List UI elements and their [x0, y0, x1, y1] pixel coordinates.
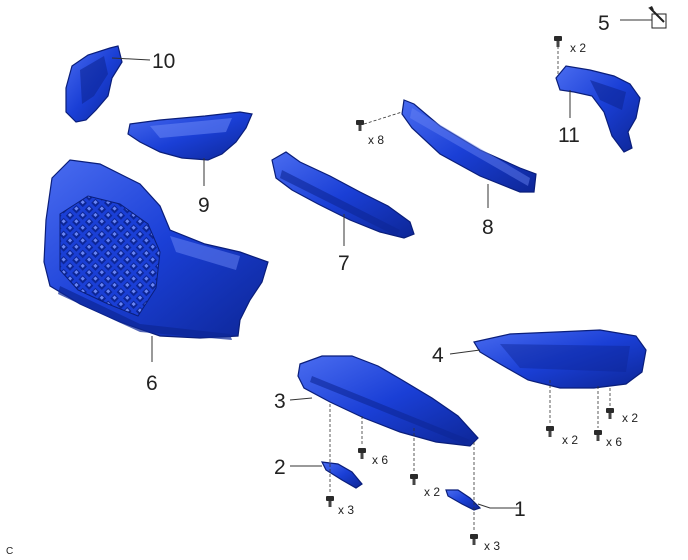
part-6-bumper-cover [43, 159, 269, 340]
part-1-small-bracket [445, 489, 482, 511]
callout-6: 6 [146, 372, 158, 395]
callout-11: 11 [558, 124, 580, 147]
part-8-reinforcement [401, 99, 537, 193]
quantity-labels: x 2 x 8 x 6 x 2 x 3 x 3 x 2 x 2 x 6 [338, 41, 638, 553]
part-9-cover [127, 111, 253, 161]
part-7-absorber [271, 151, 415, 239]
part-11-side-bracket [555, 65, 641, 153]
qty-x2-under: x 2 [424, 485, 440, 499]
qty-x3-left: x 3 [338, 503, 354, 517]
callout-4: 4 [432, 344, 444, 367]
callout-5: 5 [598, 12, 610, 35]
part-10-bracket [65, 45, 123, 123]
qty-x3-bottom: x 3 [484, 539, 500, 553]
qty-x2-right-b: x 2 [622, 411, 638, 425]
qty-x2-top: x 2 [570, 41, 586, 55]
qty-x6-under: x 6 [372, 453, 388, 467]
part-4-side-undercover [473, 329, 647, 389]
qty-x2-right-a: x 2 [562, 433, 578, 447]
callout-2: 2 [274, 456, 286, 479]
leader-lines [111, 19, 652, 509]
pencil-note-icon [648, 6, 667, 29]
callout-3: 3 [274, 390, 286, 413]
qty-x8: x 8 [368, 133, 384, 147]
callout-9: 9 [198, 194, 210, 217]
bolt-icon [326, 36, 614, 545]
callout-8: 8 [482, 216, 494, 239]
callout-10: 10 [152, 50, 175, 73]
callout-7: 7 [338, 252, 350, 275]
corner-label: C [6, 546, 13, 557]
callout-numbers: 1 2 3 4 5 6 7 8 9 10 11 [146, 12, 610, 521]
part-3-undercover [297, 355, 479, 447]
part-2-small-bracket [320, 461, 363, 489]
callout-1: 1 [514, 498, 526, 521]
fastener-dash-lines [329, 46, 611, 532]
qty-x6-right: x 6 [606, 435, 622, 449]
